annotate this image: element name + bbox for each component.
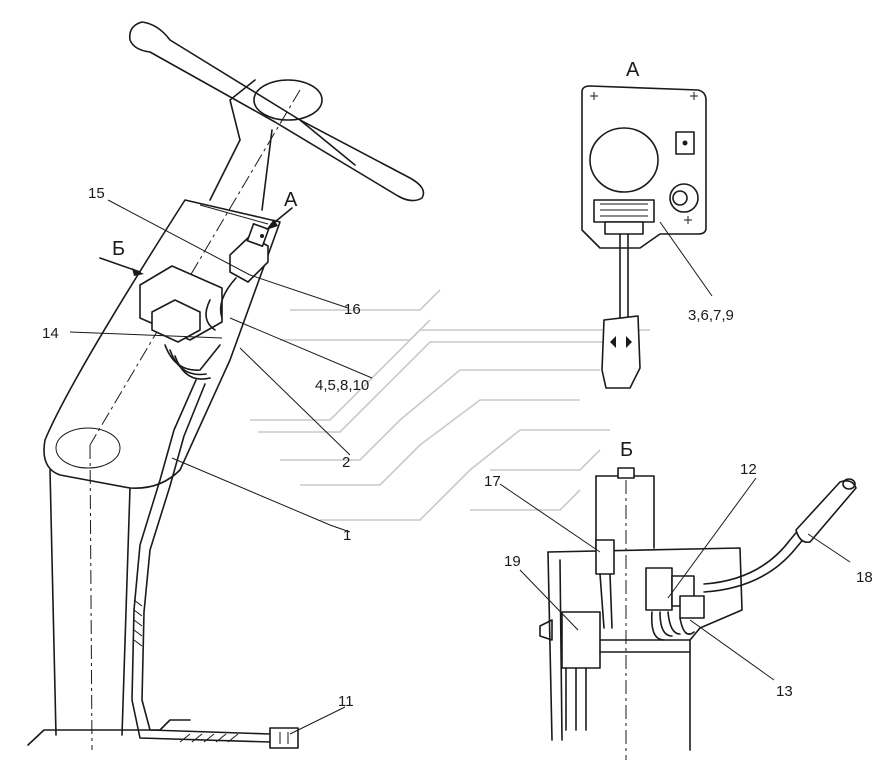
- callout-2: 2: [342, 454, 350, 471]
- view-b: Б 12 17: [484, 439, 873, 760]
- callouts-main: 15 16 14 4,5,8,10 2 1 11: [42, 185, 369, 710]
- view-arrows: А Б: [99, 189, 298, 276]
- callout-18: 18: [856, 569, 873, 586]
- callout-17: 17: [484, 473, 501, 490]
- callout-12: 12: [740, 461, 757, 478]
- callout-11: 11: [338, 693, 354, 710]
- callout-4-5-8-10: 4,5,8,10: [315, 377, 369, 394]
- leader-lines-main: [69, 199, 373, 735]
- view-a: А 3,6,7,9: [581, 59, 734, 389]
- background-watermark: [250, 289, 650, 521]
- callout-14: 14: [42, 325, 59, 342]
- steering-column-assembly: [27, 21, 425, 751]
- callout-13: 13: [776, 683, 793, 700]
- callout-1: 1: [343, 527, 351, 544]
- callout-15: 15: [88, 185, 105, 202]
- callout-3-6-7-9: 3,6,7,9: [688, 307, 734, 324]
- callout-16: 16: [344, 301, 361, 318]
- callout-19: 19: [504, 553, 521, 570]
- view-b-title: Б: [620, 439, 633, 461]
- view-a-title: А: [626, 59, 640, 81]
- view-b-arrow-label: Б: [112, 238, 125, 260]
- view-a-arrow-label: А: [284, 189, 298, 211]
